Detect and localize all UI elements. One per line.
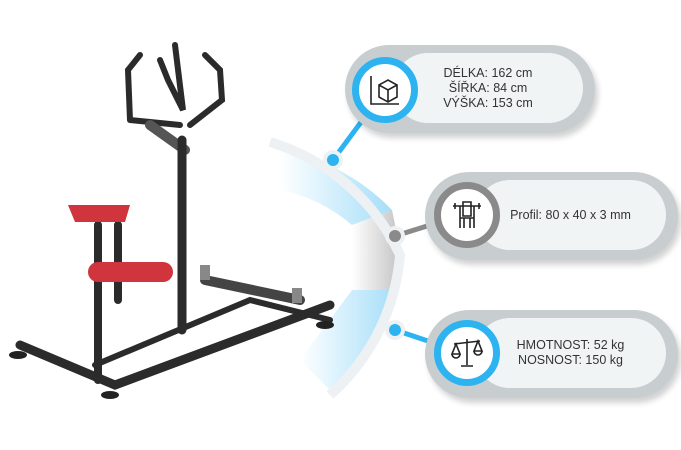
spec-height: VÝŠKA: 153 cm: [443, 95, 533, 110]
dimensions-box-icon: [352, 57, 418, 123]
spec-capacity: NOSNOST: 150 kg: [518, 353, 623, 367]
spec-weight: HMOTNOST: 52 kg: [516, 338, 625, 352]
spec-profile: Profil: 80 x 40 x 3 mm: [510, 207, 631, 222]
scale-icon: [434, 320, 500, 386]
gym-machine-icon: [434, 182, 500, 248]
spec-length: DÉLKA: 162 cm: [443, 65, 533, 80]
spec-width: ŠÍŘKA: 84 cm: [448, 80, 528, 95]
spec-card-dimensions: DÉLKA: 162 cm ŠÍŘKA: 84 cm VÝŠKA: 153 cm: [345, 45, 595, 133]
